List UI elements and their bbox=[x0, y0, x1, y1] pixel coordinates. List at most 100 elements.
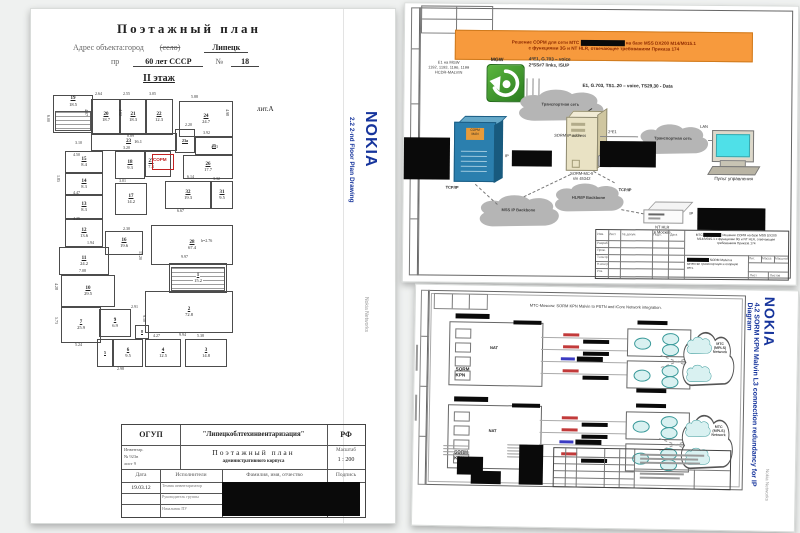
redaction-ip-list-2 bbox=[470, 470, 501, 485]
margin-note-bar bbox=[414, 394, 418, 421]
banner-text-1a: Решение СОРМ для сети МТС bbox=[511, 39, 580, 45]
dim-label: 3.20 bbox=[123, 145, 130, 150]
house-no: 18 bbox=[231, 57, 260, 67]
stamp-role-2: Руководитель группы bbox=[162, 494, 199, 499]
page-title: Поэтажный план bbox=[116, 21, 261, 36]
mgw-feed-label: E1 на MGW 1192, 1193, 1196, 1199 HCDR-MA… bbox=[428, 59, 470, 76]
stairs-hatch-19 bbox=[55, 111, 91, 131]
nokia-networks-footer: Nokia Networks bbox=[363, 297, 369, 333]
stamp-role-3: Начальник ПУ bbox=[162, 506, 188, 511]
sorm-network-diagram-document: Решение СОРМ для сети МТС на базе MSS DX… bbox=[401, 2, 800, 286]
stamp-scale-value: 1 : 200 bbox=[337, 457, 355, 463]
redaction-bar bbox=[637, 320, 668, 326]
tb-mass: Масса bbox=[761, 256, 772, 261]
redaction-bar bbox=[575, 439, 602, 445]
dim-label: 9.97 bbox=[181, 254, 188, 259]
dim-label: 4.98 bbox=[225, 109, 230, 116]
stamp-org-short: ОГУП bbox=[139, 430, 163, 439]
sorm-kpn-box-1: NAT SORM KPN bbox=[448, 321, 544, 387]
dim-label: 3.32 bbox=[213, 176, 220, 181]
dim-label: 3.05 bbox=[149, 91, 156, 96]
room-8: 8 bbox=[135, 325, 149, 339]
dim-label: 4.47 bbox=[73, 190, 80, 195]
dim-label: 1.85 bbox=[56, 175, 61, 182]
stamp-org-name: "Липецкоблтехинвентаризация" bbox=[202, 431, 305, 438]
nat-label-1: NAT bbox=[489, 344, 499, 351]
stamp-inv-label: Инвентар. bbox=[124, 447, 144, 452]
vlan-label-bar bbox=[563, 345, 580, 349]
tb-col-izm: Изм. bbox=[597, 231, 605, 237]
transport-cloud2-icon: Транспортная сеть bbox=[634, 121, 712, 158]
nokia-logo: NOKIA bbox=[761, 296, 778, 348]
vlan-label-bar-blue bbox=[559, 440, 574, 444]
stamp-inv-sheet: лист 9 bbox=[124, 461, 136, 466]
keyboard-icon bbox=[707, 165, 761, 176]
stamp-role-1: Техник инвентаризатор bbox=[162, 483, 202, 488]
redaction-ip-1 bbox=[511, 150, 552, 167]
dim-label: 8.89 bbox=[127, 133, 134, 138]
dim-label: 13.20 bbox=[138, 251, 143, 260]
dim-label: 2.98 bbox=[117, 366, 124, 371]
tb-row-nkontr: Н.контр. bbox=[596, 261, 610, 267]
mgw-label: MGW bbox=[490, 57, 504, 64]
redaction-names bbox=[222, 482, 360, 516]
section-title-vertical: 4.2 SORM KPN Malvin L3 connection redund… bbox=[736, 302, 759, 522]
stamp-doc-title: Поэтажный план bbox=[212, 448, 295, 457]
margin-note-bar bbox=[415, 344, 419, 371]
tb-row-razrab: Разраб. bbox=[597, 240, 609, 246]
tb-scale: Масштаб bbox=[774, 256, 789, 261]
revision-table bbox=[433, 292, 488, 310]
nat-label-2: NAT bbox=[488, 427, 497, 434]
cabinet-side bbox=[493, 119, 504, 184]
redaction-bar bbox=[455, 313, 490, 319]
hlr-device-icon bbox=[643, 209, 684, 224]
stamp-col-name: Фамилия, имя, отчество bbox=[246, 472, 303, 478]
dim-label: 7.08 bbox=[79, 268, 86, 273]
tb-row-tkontr: Т.контр. bbox=[596, 254, 609, 260]
nokia-networks-footer: Nokia Networks bbox=[764, 468, 770, 502]
tcpip-label-1: TCP/IP bbox=[445, 184, 459, 190]
redaction-bar bbox=[582, 351, 609, 357]
redaction-bar bbox=[581, 434, 608, 440]
room-23a: 23а bbox=[175, 129, 195, 153]
tb-col-docnum: № докум. bbox=[622, 232, 637, 237]
inner-cloud bbox=[684, 363, 712, 383]
stamp-col-sign: Подпись bbox=[335, 472, 357, 478]
banner-text-2: с функциями 3G и NT HLR, отвечающее треб… bbox=[528, 45, 680, 52]
dim-label: 5.73 bbox=[54, 317, 59, 324]
dim-label: 6.67 bbox=[177, 208, 184, 213]
dim-label: 4.02 bbox=[118, 109, 123, 116]
dim-label: 6.14 bbox=[187, 174, 194, 179]
sorm-room-outline bbox=[152, 154, 174, 170]
cabinet-label: СОРМ MAN bbox=[466, 127, 485, 140]
stamp-col-exec: Исполнители bbox=[175, 472, 207, 478]
console-label: Пульт управления bbox=[714, 175, 754, 182]
dim-label: 5.24 bbox=[75, 342, 82, 347]
redaction-block bbox=[403, 137, 451, 180]
dim-label: 2.55 bbox=[123, 91, 130, 96]
mpls-cloud-1: МТС (MPLS) Network bbox=[678, 327, 737, 392]
title-block: Изм. Лист № докум. Подп. Дата Разраб. Пр… bbox=[594, 228, 790, 281]
ip-label-1: IP bbox=[504, 153, 509, 159]
tb-desc-2-cell: SORM Malvin в качестве транспортную и оп… bbox=[687, 257, 745, 271]
tb-lit: Лит. bbox=[748, 256, 755, 261]
stamp-scale-label: Масштаб bbox=[336, 448, 356, 453]
dim-label: 9.10 bbox=[142, 315, 147, 322]
e1-2-label: 2*E1 bbox=[608, 129, 617, 135]
